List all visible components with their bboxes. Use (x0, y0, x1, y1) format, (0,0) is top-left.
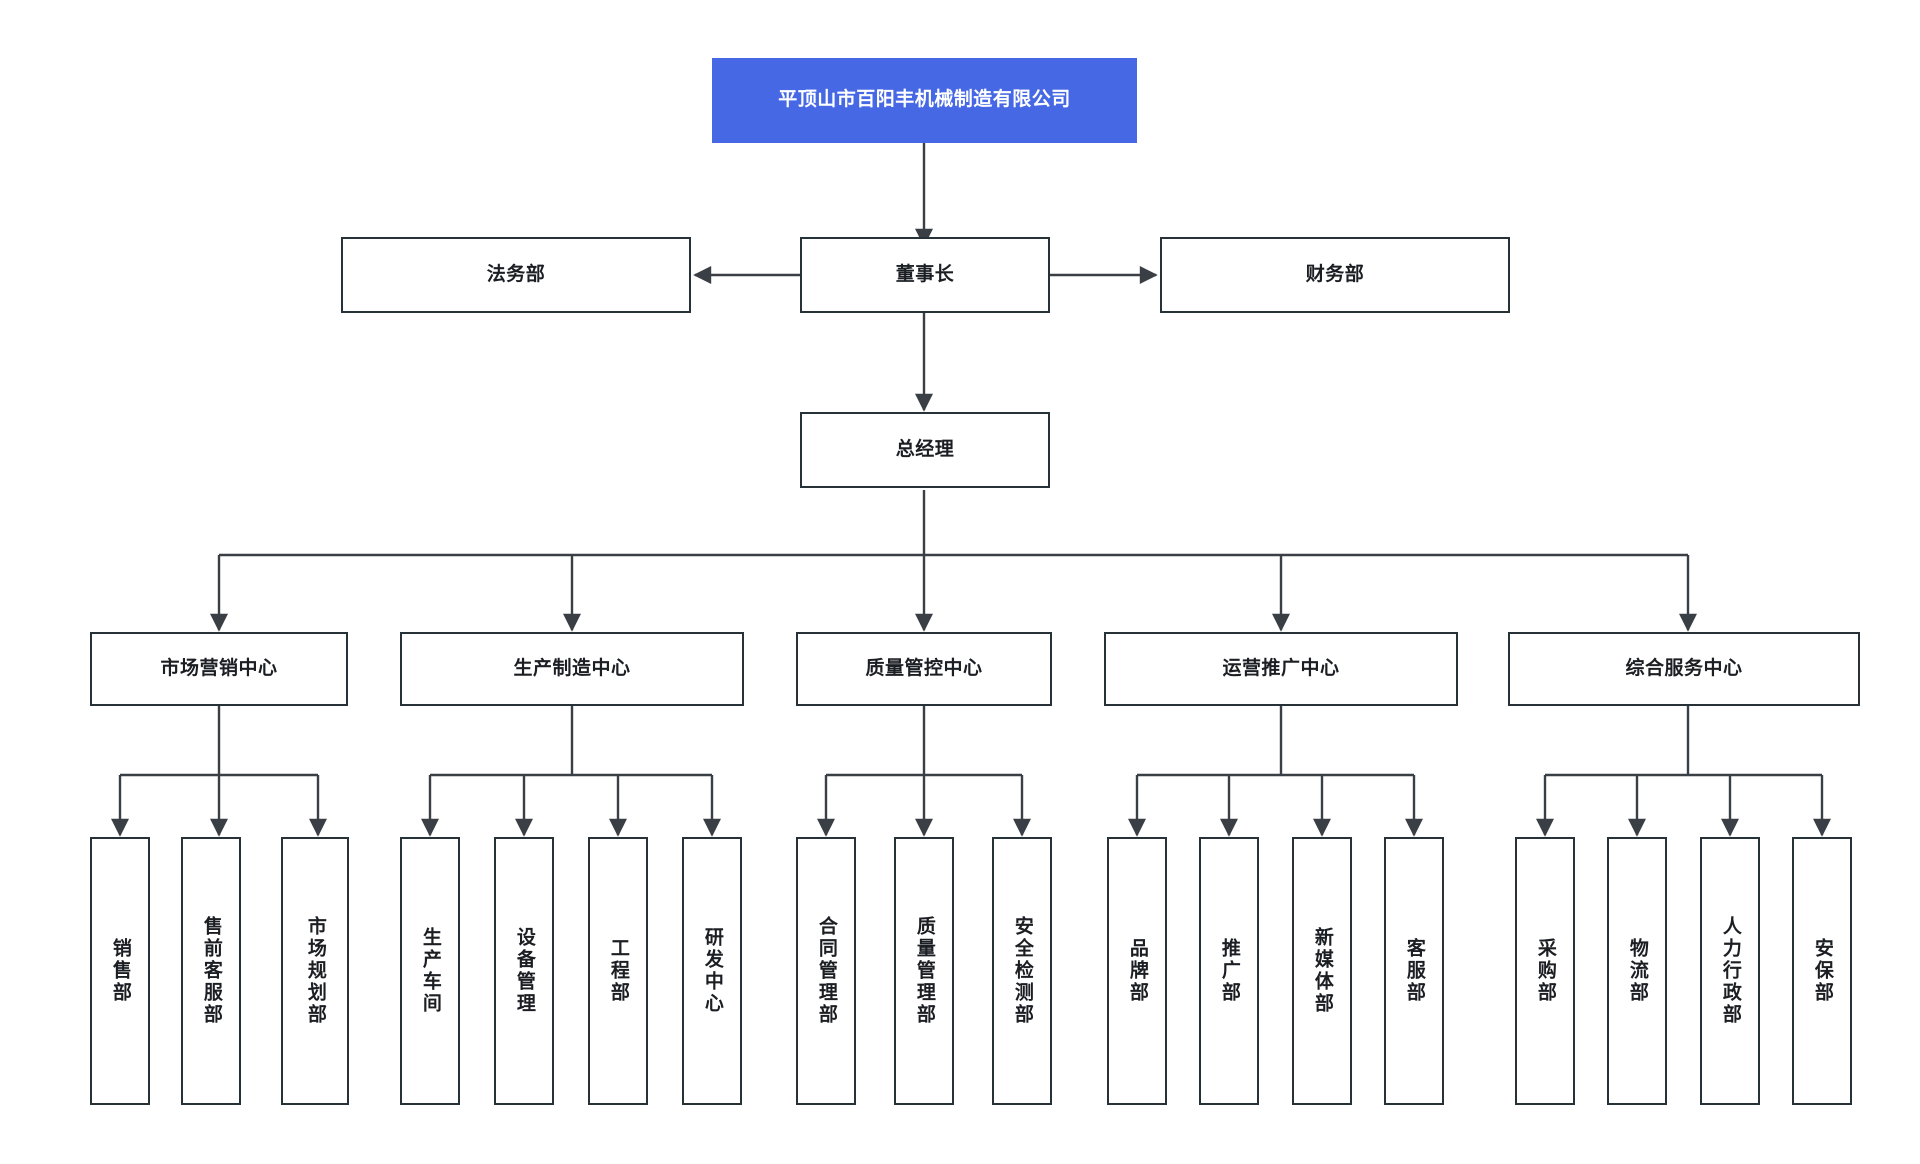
node-dept-quality-management-label: 质量管理部 (913, 916, 935, 1026)
node-center-manufacturing-label: 生产制造中心 (513, 657, 631, 679)
node-center-operations[interactable]: 运营推广中心 (1104, 632, 1458, 706)
node-legal-department[interactable]: 法务部 (341, 237, 691, 313)
node-dept-presales-service[interactable]: 售前客服部 (181, 837, 241, 1105)
node-dept-new-media[interactable]: 新媒体部 (1292, 837, 1352, 1105)
node-dept-customer-service[interactable]: 客服部 (1384, 837, 1444, 1105)
node-dept-rnd-center[interactable]: 研发中心 (682, 837, 742, 1105)
node-dept-brand[interactable]: 品牌部 (1107, 837, 1167, 1105)
node-dept-engineering[interactable]: 工程部 (588, 837, 648, 1105)
node-center-quality-label: 质量管控中心 (865, 657, 983, 679)
node-dept-equipment-management[interactable]: 设备管理 (494, 837, 554, 1105)
node-center-operations-label: 运营推广中心 (1222, 657, 1340, 679)
node-finance-department[interactable]: 财务部 (1160, 237, 1510, 313)
node-dept-promotion-label: 推广部 (1218, 938, 1240, 1004)
node-dept-hr-admin-label: 人力行政部 (1719, 916, 1741, 1026)
node-center-marketing[interactable]: 市场营销中心 (90, 632, 348, 706)
node-dept-customer-service-label: 客服部 (1403, 938, 1425, 1004)
node-general-manager[interactable]: 总经理 (800, 412, 1050, 488)
node-dept-equipment-management-label: 设备管理 (513, 927, 535, 1015)
node-dept-presales-service-label: 售前客服部 (200, 916, 222, 1026)
node-center-general-services-label: 综合服务中心 (1625, 657, 1743, 679)
node-dept-sales[interactable]: 销售部 (90, 837, 150, 1105)
node-finance-department-label: 财务部 (1305, 263, 1365, 285)
node-dept-brand-label: 品牌部 (1126, 938, 1148, 1004)
node-center-general-services[interactable]: 综合服务中心 (1508, 632, 1860, 706)
node-dept-market-planning-label: 市场规划部 (304, 916, 326, 1026)
node-company-root-label: 平顶山市百阳丰机械制造有限公司 (778, 89, 1071, 111)
node-dept-safety-inspection[interactable]: 安全检测部 (992, 837, 1052, 1105)
node-dept-logistics[interactable]: 物流部 (1607, 837, 1667, 1105)
node-dept-hr-admin[interactable]: 人力行政部 (1700, 837, 1760, 1105)
node-dept-safety-inspection-label: 安全检测部 (1011, 916, 1033, 1026)
node-chairman[interactable]: 董事长 (800, 237, 1050, 313)
node-dept-engineering-label: 工程部 (607, 938, 629, 1004)
node-dept-procurement-label: 采购部 (1534, 938, 1556, 1004)
node-dept-procurement[interactable]: 采购部 (1515, 837, 1575, 1105)
node-center-manufacturing[interactable]: 生产制造中心 (400, 632, 744, 706)
node-dept-contract-management-label: 合同管理部 (815, 916, 837, 1026)
node-center-marketing-label: 市场营销中心 (160, 657, 278, 679)
node-dept-rnd-center-label: 研发中心 (701, 927, 723, 1015)
node-dept-quality-management[interactable]: 质量管理部 (894, 837, 954, 1105)
node-dept-security-label: 安保部 (1811, 938, 1833, 1004)
node-chairman-label: 董事长 (895, 263, 955, 285)
node-dept-new-media-label: 新媒体部 (1311, 927, 1333, 1015)
node-company-root[interactable]: 平顶山市百阳丰机械制造有限公司 (712, 58, 1137, 143)
node-dept-logistics-label: 物流部 (1626, 938, 1648, 1004)
node-dept-sales-label: 销售部 (109, 938, 131, 1004)
node-dept-security[interactable]: 安保部 (1792, 837, 1852, 1105)
node-center-quality[interactable]: 质量管控中心 (796, 632, 1052, 706)
node-dept-production-workshop-label: 生产车间 (419, 927, 441, 1015)
node-dept-production-workshop[interactable]: 生产车间 (400, 837, 460, 1105)
node-dept-market-planning[interactable]: 市场规划部 (281, 837, 349, 1105)
node-general-manager-label: 总经理 (895, 438, 955, 460)
node-legal-department-label: 法务部 (486, 263, 546, 285)
node-dept-promotion[interactable]: 推广部 (1199, 837, 1259, 1105)
node-dept-contract-management[interactable]: 合同管理部 (796, 837, 856, 1105)
